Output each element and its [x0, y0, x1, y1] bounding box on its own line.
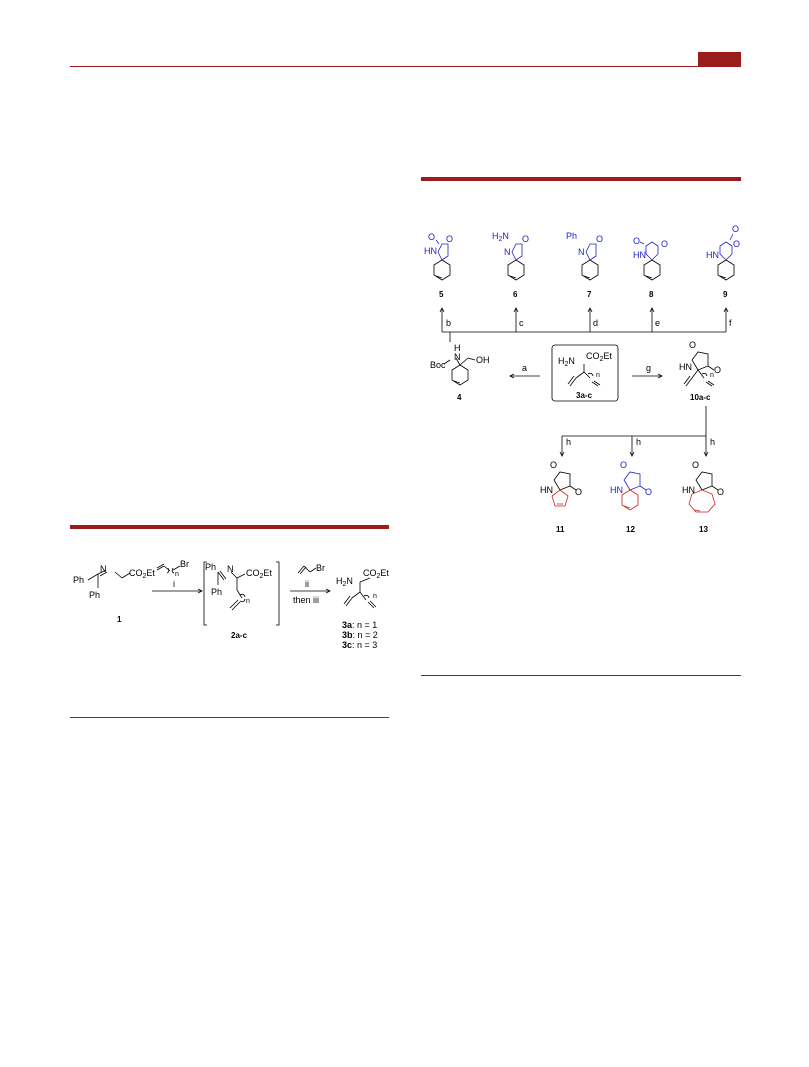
- compound-8-label: 8: [649, 290, 654, 299]
- c5-o-ring: O: [446, 234, 453, 244]
- c3-n-sub: n: [373, 593, 377, 600]
- c9-o-ring: O: [733, 239, 740, 249]
- c1-n: N: [100, 564, 107, 574]
- compound-11-label: 11: [556, 525, 565, 534]
- c2-ester: CO2Et: [246, 568, 272, 580]
- right-scheme-top-rule: [421, 177, 741, 181]
- c1-ph-top: Ph: [73, 575, 84, 585]
- step-f: f: [729, 318, 732, 328]
- c9-hn: HN: [706, 250, 719, 260]
- right-scheme-bottom-rule: [421, 675, 741, 676]
- step-b: b: [446, 318, 451, 328]
- c12-o-right: O: [645, 487, 652, 497]
- step-c: c: [519, 318, 524, 328]
- c11-o-right: O: [575, 487, 582, 497]
- c13-o-top: O: [692, 460, 699, 470]
- legend-3c: 3c: n = 3: [342, 640, 377, 650]
- step-g: g: [646, 363, 651, 373]
- c9-o-carbonyl: O: [732, 224, 739, 234]
- c1-ph-bottom: Ph: [89, 590, 100, 600]
- c6-amino: H2N: [492, 231, 509, 243]
- allyl-br: Br: [316, 563, 325, 573]
- box-ester: CO2Et: [586, 351, 612, 363]
- step-d: d: [593, 318, 598, 328]
- c10-o-right: O: [714, 365, 721, 375]
- c2-ph-top: Ph: [205, 562, 216, 572]
- left-scheme-top-rule: [70, 525, 389, 529]
- c10-o-top: O: [689, 340, 696, 350]
- compound-13-label: 13: [699, 525, 708, 534]
- c3-amine: H2N: [336, 576, 353, 588]
- c11-o-top: O: [550, 460, 557, 470]
- left-scheme-bottom-rule: [70, 717, 389, 718]
- step-h-2: h: [636, 437, 641, 447]
- compound-6-label: 6: [513, 290, 518, 299]
- header-rule: [70, 66, 741, 67]
- header-tab: [698, 52, 741, 66]
- step-i: i: [173, 579, 175, 589]
- c8-o-ring: O: [661, 239, 668, 249]
- c3-ester: CO2Et: [363, 568, 389, 580]
- box-n-sub: n: [596, 372, 600, 379]
- step-ii: ii: [305, 579, 309, 589]
- c4-h: H: [454, 343, 461, 353]
- c4-n: N: [454, 352, 461, 362]
- legend-3a: 3a: n = 1: [342, 620, 377, 630]
- step-e: e: [655, 318, 660, 328]
- compound-4-label: 4: [457, 393, 462, 402]
- legend-3b: 3b: n = 2: [342, 630, 378, 640]
- compound-2-label: 2a-c: [231, 631, 248, 640]
- compound-5-label: 5: [439, 290, 444, 299]
- compound-1-label: 1: [117, 615, 122, 624]
- c4-boc: Boc: [430, 360, 446, 370]
- center-box: [551, 344, 619, 402]
- compound-9-label: 9: [723, 290, 728, 299]
- c6-o: O: [522, 234, 529, 244]
- c2-ph-bottom: Ph: [211, 587, 222, 597]
- c8-hn: HN: [633, 250, 646, 260]
- box-amine: H2N: [558, 356, 575, 368]
- reagent-br: Br: [180, 559, 189, 569]
- c7-n: N: [578, 247, 585, 257]
- step-a: a: [522, 363, 527, 373]
- c7-o: O: [596, 234, 603, 244]
- c12-hn: HN: [610, 485, 623, 495]
- c13-o-right: O: [717, 487, 724, 497]
- right-scheme: O HN O H2N O N Ph O N O O HN O O HN 5 6 …: [424, 224, 740, 534]
- c5-o-carbonyl: O: [428, 232, 435, 242]
- c1-ester: CO2Et: [129, 568, 155, 580]
- c8-o-carbonyl: O: [633, 236, 640, 246]
- c2-n: N: [227, 564, 234, 574]
- left-scheme: Ph N Ph CO2Et 1 Br n i Ph N CO2Et Ph n 2…: [73, 559, 389, 650]
- c2-n-sub: n: [246, 598, 250, 605]
- step-then-iii: then iii: [293, 595, 319, 605]
- reagent-n: n: [175, 571, 179, 578]
- c5-hn: HN: [424, 246, 437, 256]
- c10-hn: HN: [679, 362, 692, 372]
- compound-7-label: 7: [587, 290, 592, 299]
- c10-n-sub: n: [710, 372, 714, 379]
- c4-oh: OH: [476, 355, 490, 365]
- compound-12-label: 12: [626, 525, 635, 534]
- c12-o-top: O: [620, 460, 627, 470]
- compound-3-label: 3a-c: [576, 391, 593, 400]
- c7-ph: Ph: [566, 231, 577, 241]
- c13-hn: HN: [682, 485, 695, 495]
- compound-10-label: 10a-c: [690, 393, 711, 402]
- c11-hn: HN: [540, 485, 553, 495]
- step-h-1: h: [566, 437, 571, 447]
- step-h-3: h: [710, 437, 715, 447]
- c6-n: N: [504, 247, 511, 257]
